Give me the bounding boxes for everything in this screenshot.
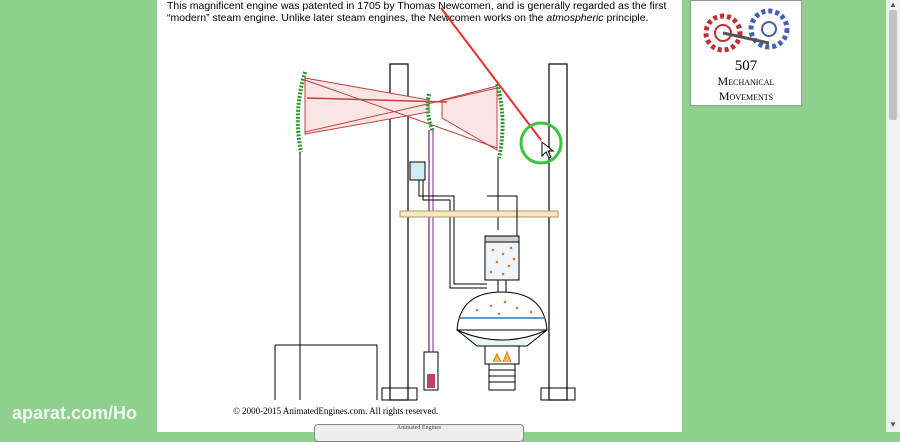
logo-number: 507 — [734, 58, 758, 74]
beam-strut — [304, 79, 498, 149]
logo-line2: Movements — [718, 89, 774, 103]
watermark: aparat.com/Ho — [12, 403, 138, 423]
water-pipe — [422, 180, 487, 289]
vertical-scrollbar[interactable]: ▲ ▼ — [886, 0, 900, 432]
logo-line1: Mechanical — [717, 74, 775, 88]
copyright-text: © 2000-2015 AnimatedEngines.com. All rig… — [233, 406, 439, 416]
left-arch-chain — [295, 71, 307, 153]
furnace-top — [484, 345, 520, 365]
intro-emphasis: atmospheric — [546, 12, 604, 24]
content-panel: This magnificent engine was patented in … — [157, 0, 682, 442]
base-outline — [274, 344, 378, 400]
right-arch-chain — [495, 83, 505, 159]
pointer-line — [440, 7, 542, 141]
boiler-dome — [456, 291, 548, 331]
gears-icon — [703, 8, 790, 53]
intro-part1: This magnificent engine was patented in … — [167, 0, 667, 24]
cylinder-guide — [487, 195, 518, 236]
beam-center — [306, 97, 448, 103]
piston — [484, 235, 520, 243]
beam-strut — [304, 87, 498, 133]
mouse-cursor-icon — [541, 140, 555, 159]
scroll-down-icon[interactable]: ▼ — [889, 420, 897, 429]
boiler-body — [456, 329, 548, 347]
pump-chain — [425, 93, 435, 133]
water-pipe — [418, 180, 487, 285]
intro-part2: principle. — [603, 12, 649, 24]
intro-text: This magnificent engine was patented in … — [167, 0, 672, 24]
left-pillar-base — [381, 387, 418, 401]
right-pillar — [548, 63, 568, 401]
controls-label: Animated Engines — [396, 425, 442, 431]
pump-plunger — [427, 374, 435, 388]
water-cistern — [409, 161, 426, 181]
cursor-highlight-ring — [519, 121, 563, 165]
scroll-up-icon[interactable]: ▲ — [889, 0, 897, 9]
right-pillar-base — [540, 387, 576, 401]
furnace-grate — [488, 363, 516, 391]
scroll-thumb[interactable] — [889, 10, 897, 120]
animation-controls[interactable]: Animated Engines — [314, 424, 524, 442]
newcomen-engine-diagram — [274, 7, 576, 401]
fire-icon — [492, 350, 512, 363]
logo-507-mechanical-movements[interactable]: 507 Mechanical Movements — [690, 0, 802, 106]
beam-right — [441, 85, 498, 151]
floor-bar — [399, 210, 559, 218]
